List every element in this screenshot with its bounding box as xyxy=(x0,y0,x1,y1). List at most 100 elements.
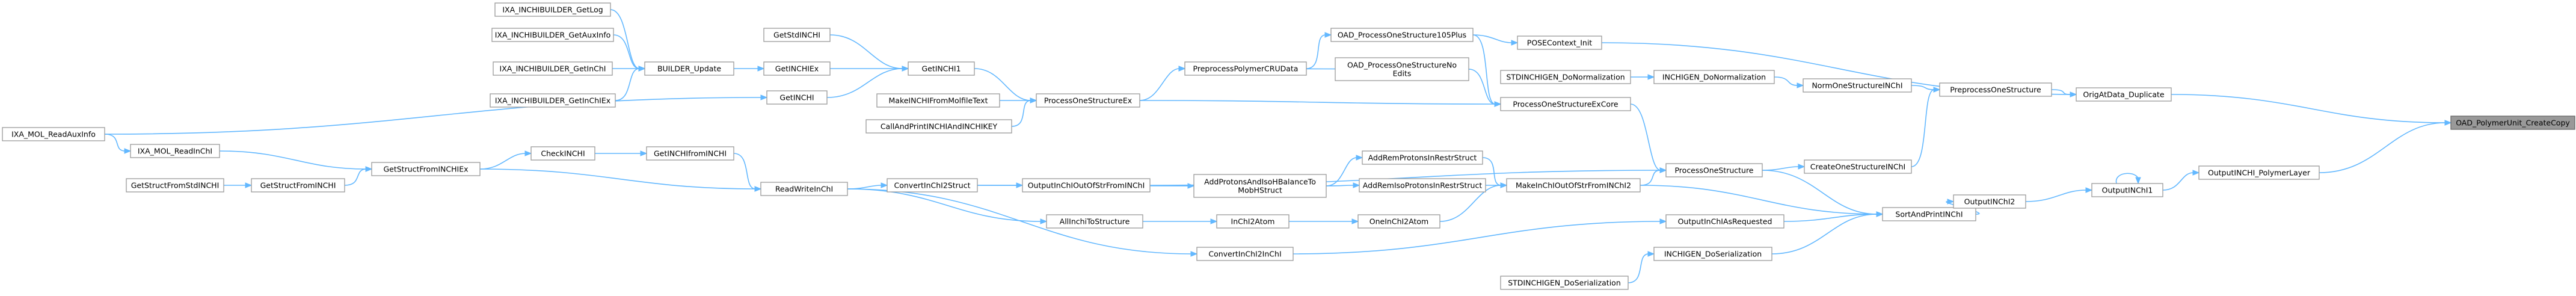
node-ixa-mol-readauxinfo[interactable]: IXA_MOL_ReadAuxInfo xyxy=(2,127,105,141)
node-orig-atdata-duplicate[interactable]: OrigAtData_Duplicate xyxy=(2076,87,2172,102)
node-box xyxy=(1517,35,1602,50)
node-box xyxy=(490,93,616,108)
node-box xyxy=(1022,178,1151,193)
edge-getinchi-to-getinchi1 xyxy=(826,68,903,98)
node-box xyxy=(1046,214,1143,229)
node-box xyxy=(1953,194,2026,209)
node-box xyxy=(2,127,105,141)
node-box xyxy=(1939,82,2052,97)
node-sortandprintinchi[interactable]: SortAndPrintINChI xyxy=(1882,207,1976,221)
node-processonestructure[interactable]: ProcessOneStructure xyxy=(1665,163,1763,177)
node-stdinchigen-doserialization[interactable]: STDINCHIGEN_DoSerialization xyxy=(1500,276,1629,290)
node-createonestructureinchi[interactable]: CreateOneStructureINChI xyxy=(1804,159,1912,174)
edge-addremprotonsinrestrstruct-to-makeinchioutofstrfrominchi2 xyxy=(1482,157,1502,186)
node-addremprotonsinrestrstruct[interactable]: AddRemProtonsInRestrStruct xyxy=(1362,150,1483,165)
node-inchigen-donormalization[interactable]: INCHIGEN_DoNormalization xyxy=(1653,70,1775,84)
edge-addprotonsandisombalancetomobhstruct-to-addremisoprotonsinrestrstruct xyxy=(1326,185,1354,187)
node-getinchifrominchi[interactable]: GetINCHIfromINCHI xyxy=(646,146,734,161)
edge-outputinchiasrequested-to-sortandprintinchi xyxy=(1783,214,1878,222)
node-ixa-getinchiex[interactable]: IXA_INCHIBUILDER_GetInChIEx xyxy=(490,93,616,108)
node-outputinchioutofstrfrominchi[interactable]: OutputInChIOutOfStrFromINChI xyxy=(1022,178,1151,193)
node-allinchitostructure[interactable]: AllInchiToStructure xyxy=(1046,214,1143,229)
node-label: INCHIGEN_DoNormalization xyxy=(1662,73,1766,82)
node-box xyxy=(491,28,614,42)
node-label: AddRemProtonsInRestrStruct xyxy=(1368,153,1477,162)
arrowhead-outputinchi2-to-outputinchi1 xyxy=(2085,187,2093,193)
node-posecontext-init[interactable]: POSEContext_Init xyxy=(1517,35,1602,50)
node-getinchi1[interactable]: GetINCHI1 xyxy=(908,61,975,76)
arrowhead-readwriteinchi-to-convertinchi2inchi xyxy=(1190,251,1198,257)
node-box xyxy=(1216,214,1290,229)
node-label: CreateOneStructureINChI xyxy=(1810,162,1906,171)
node-box xyxy=(1506,178,1641,193)
node-inchi2atom[interactable]: InChI2Atom xyxy=(1216,214,1290,229)
edge-outputinchi_polymerlayer-to-oad_polymerunit_createcopy xyxy=(2319,122,2446,173)
node-makeinchioutofstrfrominchi2[interactable]: MakeInChIOutOfStrFromINChI2 xyxy=(1506,178,1641,193)
node-getstructfromstdinchi[interactable]: GetStructFromStdINCHI xyxy=(126,178,224,193)
node-oad-polymerunit-createcopy[interactable]: OAD_PolymerUnit_CreateCopy xyxy=(2450,116,2575,130)
node-label: GetStructFromINCHI xyxy=(260,181,336,190)
node-outputinchiasrequested[interactable]: OutputInChIAsRequested xyxy=(1665,214,1784,229)
edge-ixa_mol_readauxinfo-to-getinchi xyxy=(104,97,762,135)
arrowhead-addprotonsandisombalancetomobhstruct-to-addremprotonsinrestrstruct xyxy=(1356,155,1363,161)
edge-readwriteinchi-to-convertinchi2inchi xyxy=(847,188,1192,254)
node-convertinchi2struct[interactable]: ConvertInChI2Struct xyxy=(887,178,978,193)
arrowhead-oad_processonestructure105plus-to-posecontext_init xyxy=(1511,40,1519,46)
node-stdinchigen-donormalization[interactable]: STDINCHIGEN_DoNormalization xyxy=(1500,70,1631,84)
arrowhead-readwriteinchi-to-allinchitostructure xyxy=(1040,218,1048,224)
arrowhead-ixa_getinchiex-to-builder_update xyxy=(638,66,646,72)
node-label: AllInchiToStructure xyxy=(1060,217,1130,226)
node-convertinchi2inchi[interactable]: ConvertInChI2InChI xyxy=(1196,247,1294,261)
node-getinchiex[interactable]: GetINCHIEx xyxy=(763,61,831,76)
node-label: IXA_MOL_ReadAuxInfo xyxy=(11,130,96,139)
node-getstdinchi[interactable]: GetStdINCHI xyxy=(763,28,831,42)
edge-outputinchi1-to-outputinchi_polymerlayer xyxy=(2162,172,2194,191)
node-processonestructureexcore[interactable]: ProcessOneStructureExCore xyxy=(1500,97,1631,111)
node-outputinchi2[interactable]: OutputINChI2 xyxy=(1953,194,2026,209)
node-label: STDINCHIGEN_DoSerialization xyxy=(1508,279,1621,288)
edge-processonestructure-to-createonestructureinchi xyxy=(1762,166,1800,171)
node-getinchi[interactable]: GetINCHI xyxy=(766,90,828,105)
node-ixa-getlog[interactable]: IXA_INCHIBUILDER_GetLog xyxy=(494,2,611,17)
arrowhead-inchigen_doserialization-to-sortandprintinchi xyxy=(1876,211,1884,217)
arrowhead-ixa_mol_readauxinfo-to-ixa_mol_readinchi xyxy=(124,148,132,154)
edge-convertinchi2inchi-to-outputinchiasrequested xyxy=(1293,221,1661,254)
edge-getstdinchi-to-getinchi1 xyxy=(829,34,903,69)
node-label: ConvertInChI2Struct xyxy=(894,181,971,190)
node-ixa-getinchi[interactable]: IXA_INCHIBUILDER_GetInChI xyxy=(493,61,613,76)
node-addremisoprotonsinrestrstruct[interactable]: AddRemIsoProtonsInRestrStruct xyxy=(1359,178,1486,193)
node-builder-update[interactable]: BUILDER_Update xyxy=(644,61,734,76)
node-box xyxy=(493,61,613,76)
node-getstructfrominchiex[interactable]: GetStructFromINCHIEx xyxy=(371,162,481,176)
node-outputinchi1[interactable]: OutputINChI1 xyxy=(2091,183,2163,197)
node-callandprint[interactable]: CallAndPrintINCHIAndINCHIKEY xyxy=(865,119,1012,134)
arrowhead-makeinchioutofstrfrominchi2-to-processonestructure xyxy=(1659,167,1667,173)
call-edges xyxy=(104,9,2452,283)
node-box xyxy=(1335,57,1469,81)
node-getstructfrominchi[interactable]: GetStructFromINCHI xyxy=(251,178,345,193)
node-oad-processonestructure105plus[interactable]: OAD_ProcessOneStructure105Plus xyxy=(1330,28,1474,42)
node-label: ConvertInChI2InChI xyxy=(1208,250,1281,259)
node-ixa-mol-readinchi[interactable]: IXA_MOL_ReadInChI xyxy=(130,144,220,158)
arrowhead-checkinchi-to-getinchifrominchi xyxy=(640,150,648,156)
node-label: MakeInChIOutOfStrFromINChI2 xyxy=(1516,181,1631,190)
node-inchigen-doserialization[interactable]: INCHIGEN_DoSerialization xyxy=(1653,247,1772,261)
node-label: PreprocessPolymerCRUData xyxy=(1193,64,1299,73)
node-box xyxy=(1500,97,1631,111)
node-normonestructureinchi[interactable]: NormOneStructureINChI xyxy=(1803,78,1912,93)
node-readwriteinchi[interactable]: ReadWriteInChI xyxy=(760,182,848,196)
node-preprocesspolymercrudata[interactable]: PreprocessPolymerCRUData xyxy=(1184,61,1307,76)
node-processonestructureex[interactable]: ProcessOneStructureEx xyxy=(1036,93,1140,108)
arrowhead-builder_update-to-getinchiex xyxy=(757,66,765,72)
node-checkinchi[interactable]: CheckINCHI xyxy=(530,146,595,161)
node-preprocessonestructure[interactable]: PreprocessOneStructure xyxy=(1939,82,2052,97)
arrowhead-oad_processonestructurenoedits-to-processonestructureexcore xyxy=(1494,101,1502,107)
node-ixa-getauxinfo[interactable]: IXA_INCHIBUILDER_GetAuxInfo xyxy=(491,28,614,42)
node-outputinchi-polymerlayer[interactable]: OutputINCHI_PolymerLayer xyxy=(2198,165,2320,180)
edge-processonestructureex-to-processonestructureexcore xyxy=(1139,100,1496,105)
edge-processonestructureexcore-to-processonestructure xyxy=(1630,103,1661,171)
node-makeinchifrommolfiletext[interactable]: MakeINCHIFromMolfileText xyxy=(876,93,1000,108)
node-oneinchi2atom[interactable]: OneInChI2Atom xyxy=(1357,214,1440,229)
